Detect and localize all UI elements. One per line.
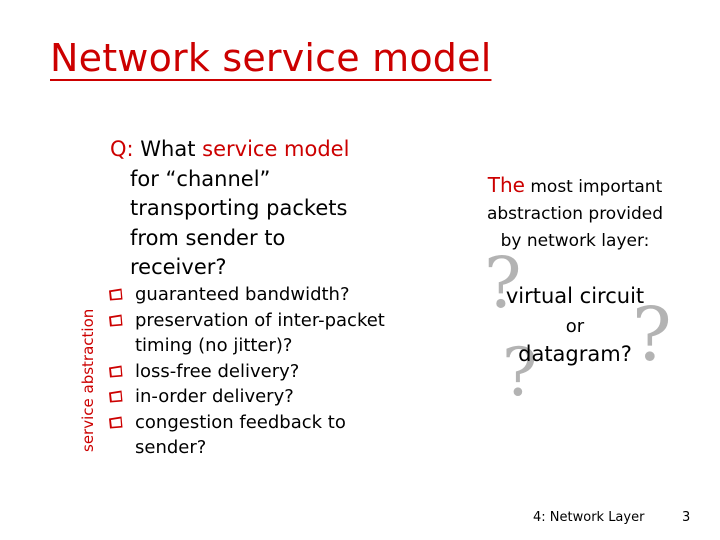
bullet-item: loss-free delivery?: [107, 359, 385, 385]
bullet-item: in-order delivery?: [107, 384, 385, 410]
abstraction-line: by network layer:: [500, 231, 650, 251]
question-prefix: Q:: [110, 137, 134, 161]
question-mark-glyph: ?: [484, 242, 522, 324]
abstraction-the: The: [487, 173, 525, 197]
red-checkbox-bullet-icon: [109, 365, 123, 377]
bullet-text: in-order delivery?: [135, 386, 294, 407]
question-first-line: Q: What service model: [110, 135, 410, 165]
bullet-text: loss-free delivery?: [135, 360, 300, 382]
question-text-start: What: [133, 137, 203, 161]
abstraction-line: abstraction provided: [486, 204, 664, 224]
bullet-item: congestion feedback to sender?: [107, 410, 385, 461]
option-virtual-circuit: virtual circuit: [505, 284, 645, 308]
footer-chapter-label: 4: Network Layer: [533, 510, 645, 525]
bullet-text: congestion feedback to: [135, 411, 346, 433]
bullet-item: guaranteed bandwidth?: [107, 282, 385, 308]
page-number: 3: [682, 510, 691, 525]
bullet-item: preservation of inter-packet timing (no …: [107, 308, 385, 359]
bullet-text: guaranteed bandwidth?: [135, 284, 350, 305]
option-datagram: datagram?: [518, 342, 632, 366]
question-mark-glyph: ?: [502, 334, 538, 411]
option-connector: or: [565, 316, 585, 337]
slide-title: Network service model: [50, 36, 492, 80]
question-block: Q: What service model for “channel” tran…: [110, 135, 410, 283]
question-highlight: service model: [202, 137, 350, 161]
question-mark-glyph: ?: [632, 292, 672, 378]
red-checkbox-bullet-icon: [109, 288, 123, 301]
bullet-text-continuation: timing (no jitter)?: [135, 335, 293, 356]
service-abstraction-label: service abstraction: [79, 308, 97, 452]
bullet-text: preservation of inter-packet: [135, 309, 385, 331]
abstraction-line: The most important: [440, 172, 710, 201]
red-checkbox-bullet-icon: [109, 390, 123, 403]
service-bullet-list: guaranteed bandwidth? preservation of in…: [107, 282, 385, 461]
abstraction-statement: The most important abstraction provided …: [440, 172, 710, 255]
question-line: for “channel”: [130, 166, 271, 191]
bullet-text-continuation: sender?: [135, 437, 207, 458]
question-line: from sender to: [130, 225, 286, 250]
red-checkbox-bullet-icon: [109, 416, 123, 428]
abstraction-line-rest: most important: [524, 177, 663, 197]
red-checkbox-bullet-icon: [109, 314, 123, 326]
question-line: transporting packets: [130, 196, 348, 220]
question-line: receiver?: [130, 255, 227, 279]
